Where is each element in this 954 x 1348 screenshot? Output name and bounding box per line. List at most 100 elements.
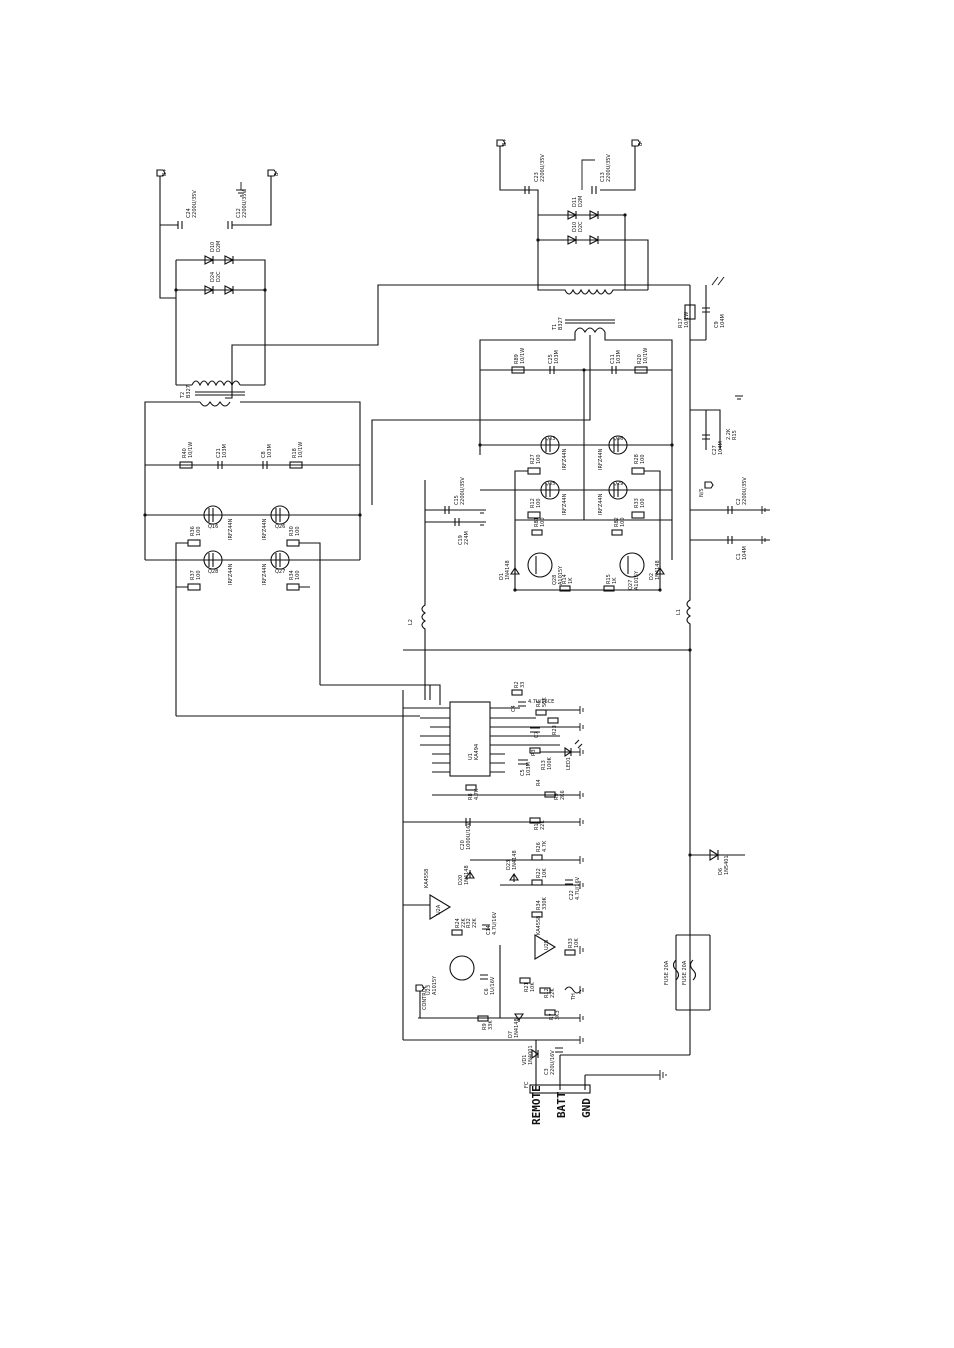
- capacitor-c12: C122200U/35V: [227, 190, 248, 229]
- right-snubbers: R8910/1W C25103M C11103M R2010/1W: [480, 348, 672, 374]
- u2a-label: U2A: [436, 904, 442, 915]
- control-section: KA4558 U2A D201N4148 D231N4148 R264.7K R…: [403, 840, 584, 1075]
- c1-label: C1104M: [736, 546, 748, 560]
- l2-label: L2: [408, 619, 414, 625]
- r34-label: R34100: [289, 570, 301, 580]
- d11-label: D11D2M: [572, 196, 584, 207]
- transformer-t1: T1B327: [371, 288, 673, 560]
- input-filter: R1710/1W C9104M C27104M 2.2KR15 N/S C222…: [678, 276, 770, 560]
- r4-label: R4: [536, 779, 542, 786]
- left-mosfet-part-d: IRFZ44N: [262, 563, 268, 585]
- v5-label: VD11N4001: [522, 1045, 534, 1065]
- led1-label: LED1: [566, 757, 572, 770]
- left-mosfet-part-b: IRFZ44N: [228, 563, 234, 585]
- r7-label: R73K3: [549, 1010, 561, 1020]
- c23-label: C232200U/35V: [534, 154, 546, 182]
- r12b-label: R1222K: [544, 988, 556, 998]
- r12-label: R12100: [530, 498, 542, 508]
- q35-label: Q35: [545, 481, 555, 487]
- r89-label: R8910/1W: [514, 348, 526, 364]
- r37-label: R37100: [190, 570, 202, 580]
- c14-label: C144.7U/16V: [486, 911, 498, 935]
- right-bminus-label: B-: [638, 141, 644, 146]
- r34b-label: R34330K: [536, 896, 548, 910]
- c25-label: C25103M: [548, 350, 560, 364]
- d10b-label: D10D2C: [572, 221, 584, 232]
- remote-terminal[interactable]: REMOTE: [530, 1085, 543, 1125]
- c21-label: C21103M: [216, 444, 228, 458]
- control-terminal-label[interactable]: CONTROL: [422, 985, 428, 1010]
- r82-label: R82100: [614, 517, 626, 527]
- c7-label: C7: [534, 731, 540, 738]
- q16-label: Q16: [208, 524, 218, 530]
- r33b-label: R3310K: [568, 938, 580, 948]
- d6-label: D61N5401: [718, 855, 730, 875]
- c4-label: C4: [511, 705, 517, 712]
- r20-label: R2010/1W: [637, 348, 649, 364]
- capacitor-c24: C242200U/35V: [177, 190, 198, 229]
- t1-label: T1B327: [552, 317, 564, 331]
- r3-label: R3: [531, 749, 537, 756]
- d10-label: D10D2M: [210, 241, 222, 252]
- q29-label: Q29: [613, 481, 623, 487]
- r14-label: R141K: [562, 574, 574, 584]
- r8-label: R84.7K: [468, 788, 480, 800]
- c5-label: C5103M: [520, 762, 532, 776]
- c13-label: C132200U/35V: [600, 154, 612, 182]
- r13-label: R13100K: [541, 756, 553, 770]
- c24-label: C242200U/35V: [186, 190, 198, 218]
- th-label: TH: [571, 993, 577, 1001]
- r18-label: R1810/1W: [292, 442, 304, 458]
- ns-label: N/S: [699, 488, 705, 497]
- c9-label: C9104M: [714, 314, 726, 328]
- d20-label: D201N4148: [458, 865, 470, 885]
- right-mosfet-part-d: IRFZ44N: [598, 493, 604, 515]
- r26-label: R264.7K: [536, 840, 548, 852]
- driver-q28-label: Q28A1015Y: [552, 565, 564, 585]
- c4-value: 4.7U/16CE: [528, 699, 554, 705]
- left-snubbers: R4010/1W C21103M C8103M R1810/1W: [145, 442, 360, 469]
- r15-label: R151K: [606, 574, 618, 584]
- c8-label: C8103M: [261, 444, 273, 458]
- c20-label: C201000U/16V: [460, 822, 472, 850]
- right-mosfet-part-a: IRFZ44N: [562, 448, 568, 470]
- left-mosfet-bank: Q16 Q26 Q28 Q27 IRFZ44N IRFZ44N IRFZ44N …: [143, 505, 362, 716]
- ka4558a-label: KA4558: [424, 869, 430, 888]
- controller-u1: U1KA494 R233 C4 4.7U/16CE R650K R23 C7 R…: [176, 681, 584, 1040]
- batt-terminal[interactable]: BATT: [555, 1091, 568, 1118]
- c12-label: C122200U/35V: [236, 190, 248, 218]
- q26-label: Q26: [275, 524, 285, 530]
- driver-stage: Q28A1015Y Q27A1015Y D11N4148 D21N4148 R1…: [425, 477, 672, 592]
- fuse1-label: FUSE 20A: [664, 960, 670, 985]
- right-mosfet-part-b: IRFZ44N: [562, 493, 568, 515]
- r1-label: R122K: [534, 820, 546, 830]
- diode-d6: D61N5401: [688, 849, 745, 875]
- r22-label: R2210K: [536, 868, 548, 878]
- fuse2-label: FUSE 20A: [682, 960, 688, 985]
- c19-label: C19224M: [458, 531, 470, 545]
- r21-label: R2110K: [524, 982, 536, 992]
- capacitor-c23: C232200U/35V: [524, 154, 546, 194]
- d7-label: D71N4148: [508, 1018, 520, 1038]
- left-mosfet-part-a: IRFZ44N: [228, 518, 234, 540]
- c3-label: C3220U/16V: [544, 1050, 556, 1075]
- ka4558b-label: KA4558: [536, 916, 542, 935]
- r36-label: R36100: [190, 526, 202, 536]
- r24-label: R2422K: [455, 918, 467, 928]
- left-rail-terminals: B+ B-: [156, 168, 280, 299]
- r27-label: R27100: [530, 454, 542, 464]
- r5-label: 2.2KR15: [726, 428, 738, 440]
- q27-label: Q27: [275, 569, 285, 575]
- left-rectifier-bridge: D10D2M D24D2C: [174, 241, 267, 370]
- t2-label: T2B327: [180, 385, 192, 399]
- r2-label: R233: [514, 681, 526, 688]
- gnd-terminal[interactable]: GND: [580, 1098, 593, 1118]
- r30-label: R30100: [289, 526, 301, 536]
- r9b-label: R933K: [482, 1020, 494, 1030]
- c15-label: C152200U/35V: [454, 477, 466, 505]
- l1-label: L1: [676, 609, 682, 615]
- c27-label: C27104M: [712, 441, 724, 455]
- right-mosfet-bank: Q33 Q36 Q35 Q29 IRFZ44N IRFZ44N IRFZ44N …: [478, 370, 674, 590]
- d2-label: D21N4148: [649, 560, 661, 580]
